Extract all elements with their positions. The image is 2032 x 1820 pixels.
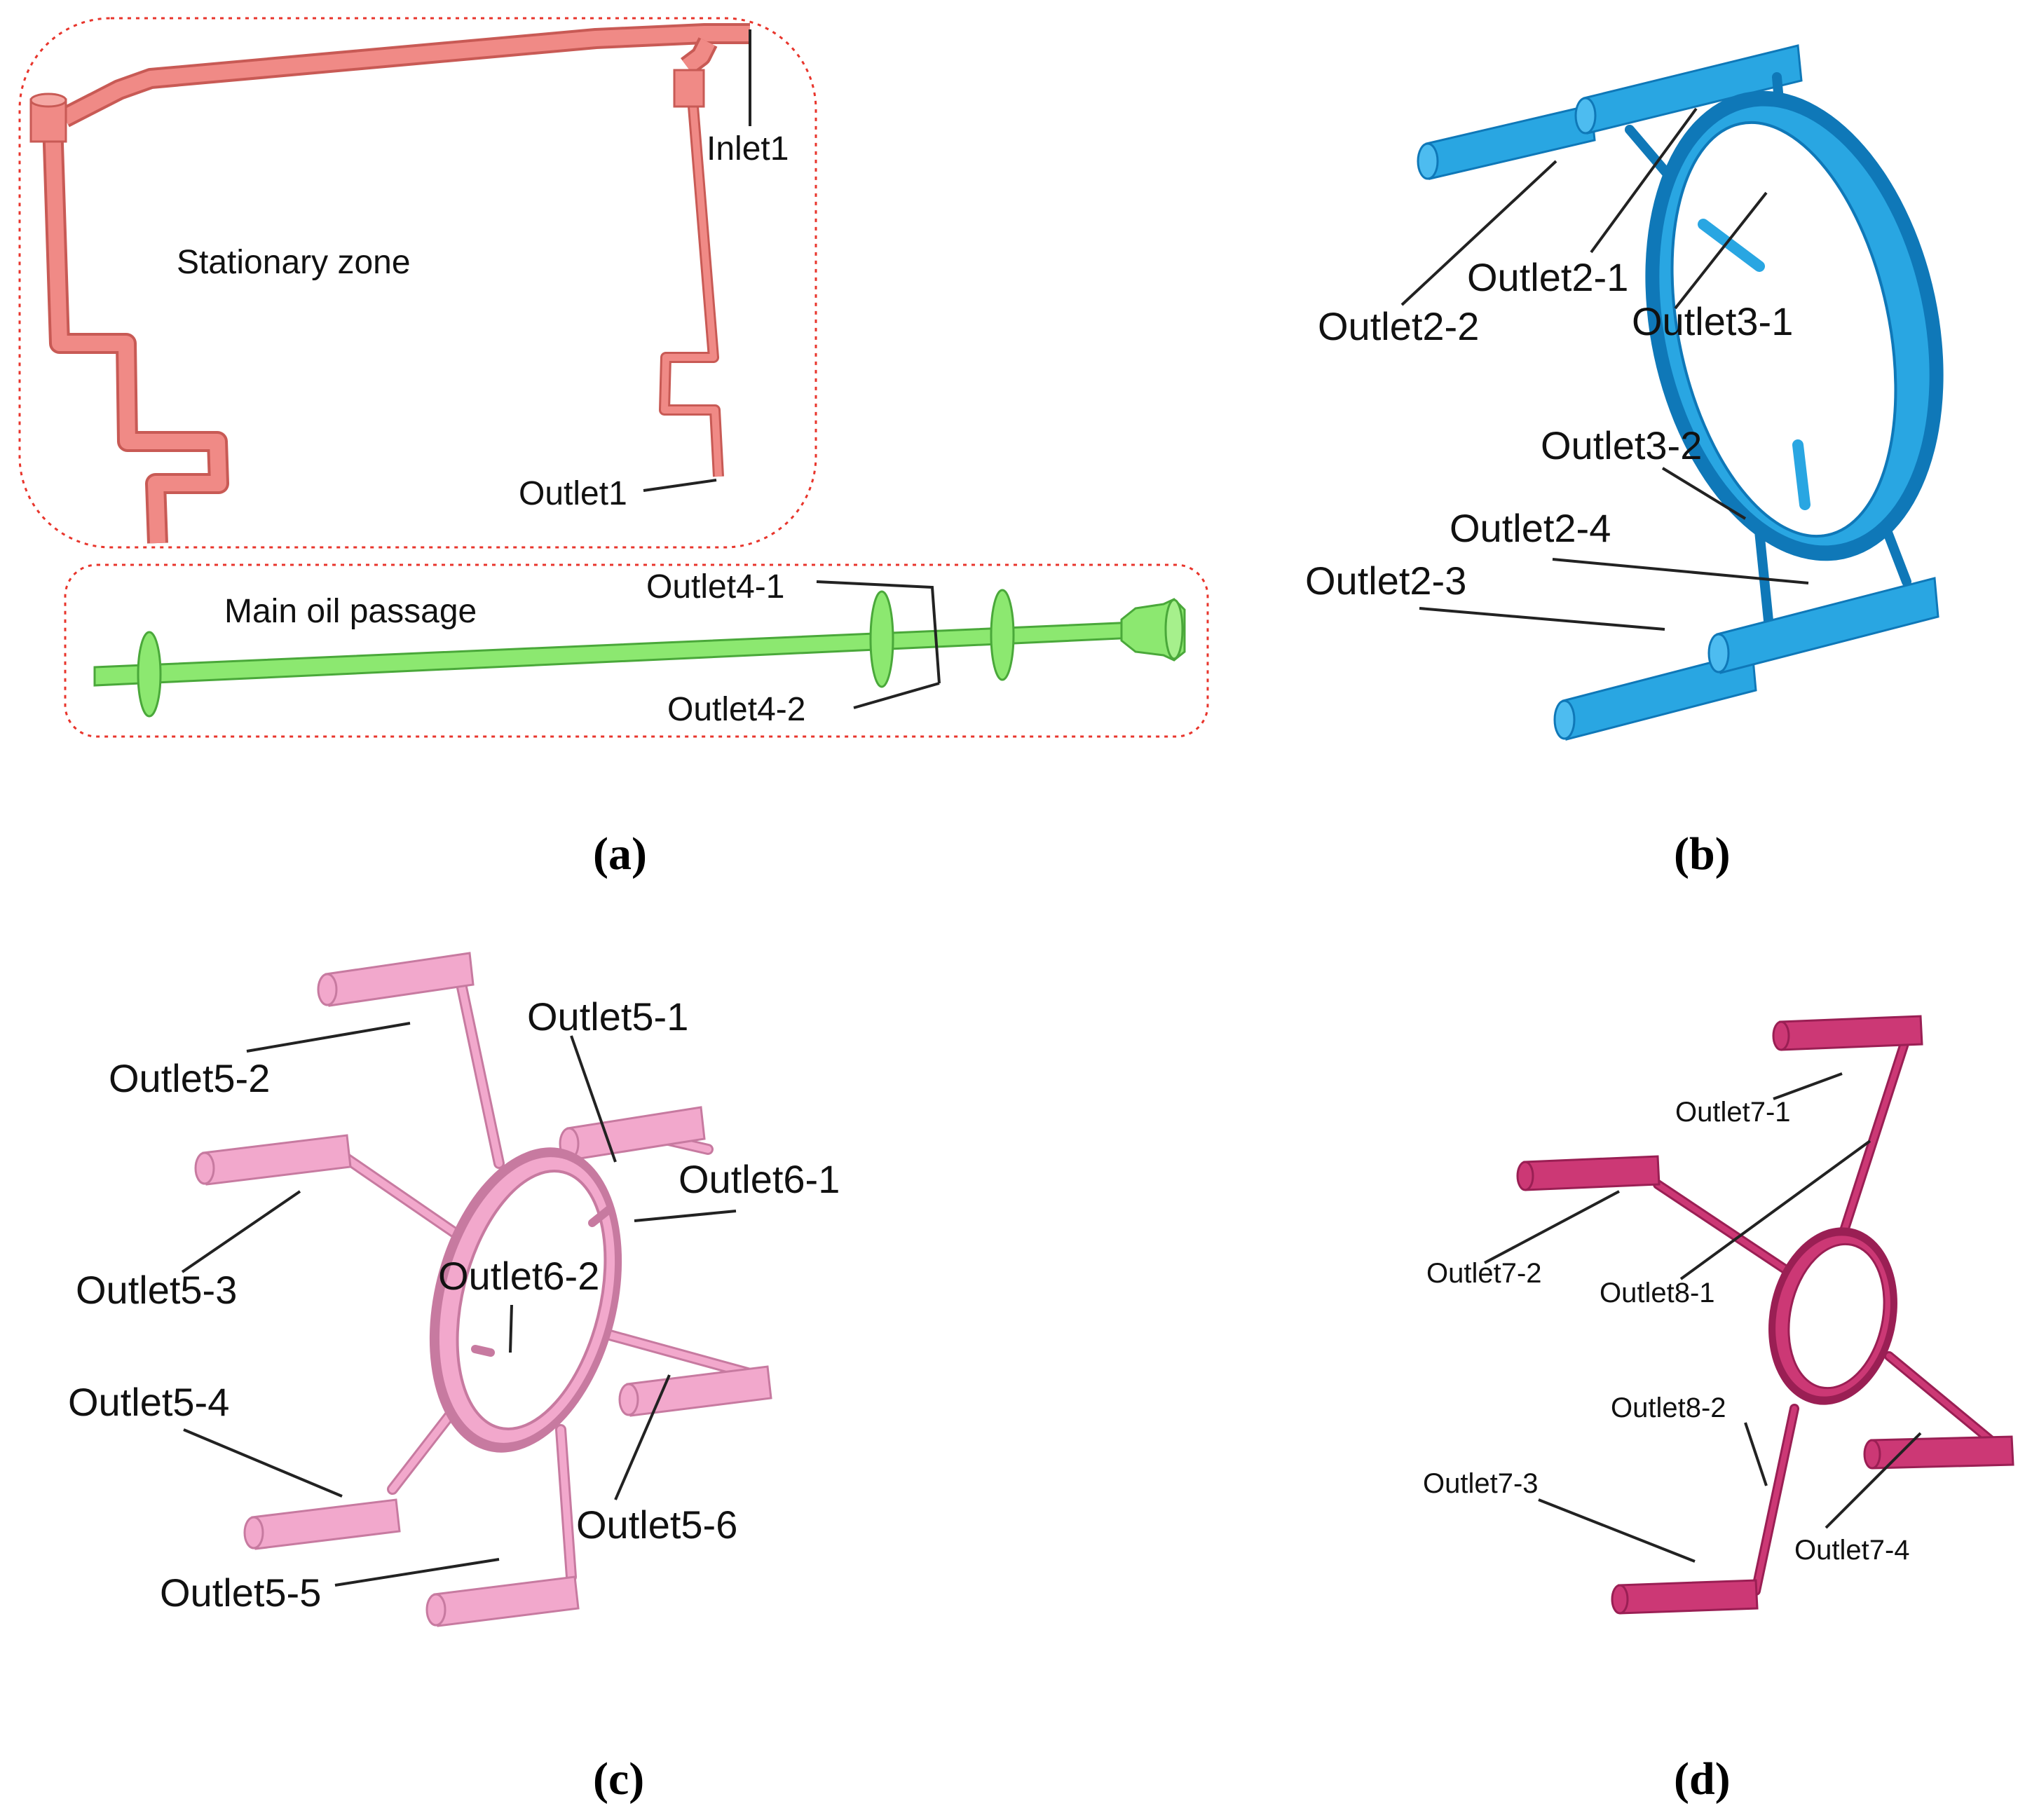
caption-c: (c) bbox=[593, 1753, 644, 1805]
outlet6-2-label: Outlet6-2 bbox=[438, 1254, 599, 1298]
outlet5-1-label: Outlet5-1 bbox=[527, 994, 688, 1039]
panel-c: Outlet5-1 Outlet5-2 Outlet6-1 Outlet5-3 … bbox=[68, 952, 840, 1805]
outlet5-2-label: Outlet5-2 bbox=[109, 1056, 270, 1100]
main-oil-passage-frame bbox=[64, 563, 1209, 738]
pink-ring bbox=[429, 1147, 622, 1453]
blue-ring bbox=[1645, 90, 1944, 561]
outlet5-4-label: Outlet5-4 bbox=[68, 1380, 229, 1424]
outlet5-1-leader bbox=[570, 1035, 617, 1163]
outlet6-1-label: Outlet6-1 bbox=[679, 1157, 840, 1201]
outlet3-2-label: Outlet3-2 bbox=[1541, 423, 1702, 467]
upper-cylinders bbox=[1417, 44, 1803, 180]
outlet4-2-label: Outlet4-2 bbox=[667, 691, 805, 728]
outlet1-label: Outlet1 bbox=[519, 475, 627, 512]
outlet4-1-label: Outlet4-1 bbox=[646, 568, 784, 605]
stationary-zone-label: Stationary zone bbox=[177, 244, 411, 281]
outlet8-2-leader bbox=[1744, 1422, 1768, 1486]
outlet5-3-leader bbox=[181, 1190, 301, 1273]
outlet4-1-leader bbox=[816, 580, 941, 684]
outlet8-1-leader bbox=[1679, 1140, 1871, 1280]
outlet7-4-leader bbox=[1825, 1432, 1922, 1529]
pink-cylinders bbox=[194, 952, 772, 1627]
outlet3-2-leader bbox=[1661, 467, 1747, 520]
panel-b: Outlet2-1 Outlet2-2 Outlet3-1 Outlet3-2 … bbox=[1305, 44, 1944, 880]
outlet6-2-leader bbox=[509, 1304, 513, 1353]
magenta-cylinders bbox=[1516, 1015, 2014, 1615]
main-oil-shaft bbox=[93, 589, 1186, 718]
caption-b: (b) bbox=[1674, 828, 1731, 880]
outlet5-5-label: Outlet5-5 bbox=[160, 1571, 321, 1615]
outlet5-2-leader bbox=[246, 1022, 411, 1053]
magenta-ring bbox=[1768, 1227, 1897, 1405]
stationary-fitting-right bbox=[673, 69, 705, 108]
stationary-pipe-left bbox=[42, 23, 750, 544]
outlet1-leader bbox=[643, 479, 717, 492]
outlet5-3-label: Outlet5-3 bbox=[76, 1268, 237, 1312]
magenta-arms-fill bbox=[1655, 1034, 1993, 1594]
outlet2-3-label: Outlet2-3 bbox=[1305, 559, 1466, 603]
outlet7-2-leader bbox=[1484, 1190, 1620, 1264]
outlet2-3-leader bbox=[1419, 607, 1665, 631]
outlet2-1-leader bbox=[1590, 107, 1698, 254]
outlet7-4-label: Outlet7-4 bbox=[1794, 1535, 1910, 1566]
outlet2-2-label: Outlet2-2 bbox=[1318, 304, 1479, 348]
stationary-pipe-right bbox=[659, 37, 724, 477]
panel-d: Outlet7-1 Outlet7-2 Outlet8-1 Outlet8-2 … bbox=[1423, 1015, 2014, 1805]
outlet7-2-label: Outlet7-2 bbox=[1426, 1258, 1542, 1289]
outlet7-3-leader bbox=[1538, 1498, 1696, 1563]
panel-a: Stationary zone Inlet1 Outlet1 Main oil … bbox=[18, 17, 1209, 880]
outlet2-1-label: Outlet2-1 bbox=[1467, 255, 1628, 299]
outlet5-5-leader bbox=[334, 1558, 500, 1587]
inlet1-label: Inlet1 bbox=[707, 130, 789, 167]
lower-cylinders bbox=[1553, 577, 1939, 741]
outlet3-1-leader bbox=[1674, 191, 1768, 310]
outlet5-6-leader bbox=[614, 1374, 671, 1500]
pink-ring-nozzles bbox=[471, 1205, 614, 1357]
outlet2-2-leader bbox=[1400, 160, 1557, 306]
outlet3-1-label: Outlet3-1 bbox=[1632, 299, 1793, 343]
outlet7-1-label: Outlet7-1 bbox=[1675, 1097, 1791, 1128]
outlet8-1-label: Outlet8-1 bbox=[1600, 1278, 1715, 1308]
ring-nozzles bbox=[1698, 219, 1811, 510]
outlet7-1-leader bbox=[1773, 1072, 1843, 1100]
outlet5-6-label: Outlet5-6 bbox=[576, 1503, 737, 1547]
caption-a: (a) bbox=[593, 828, 647, 880]
outlet8-2-label: Outlet8-2 bbox=[1611, 1393, 1726, 1423]
caption-d: (d) bbox=[1674, 1753, 1731, 1805]
outlet5-4-leader bbox=[183, 1428, 343, 1498]
outlet2-4-leader bbox=[1552, 558, 1809, 584]
outlet2-4-label: Outlet2-4 bbox=[1450, 506, 1611, 550]
outlet6-1-leader bbox=[634, 1210, 737, 1222]
main-oil-passage-label: Main oil passage bbox=[224, 593, 477, 630]
stationary-fitting-left-top bbox=[29, 93, 67, 108]
outlet4-2-leader bbox=[853, 682, 940, 709]
outlet7-3-label: Outlet7-3 bbox=[1423, 1468, 1539, 1499]
